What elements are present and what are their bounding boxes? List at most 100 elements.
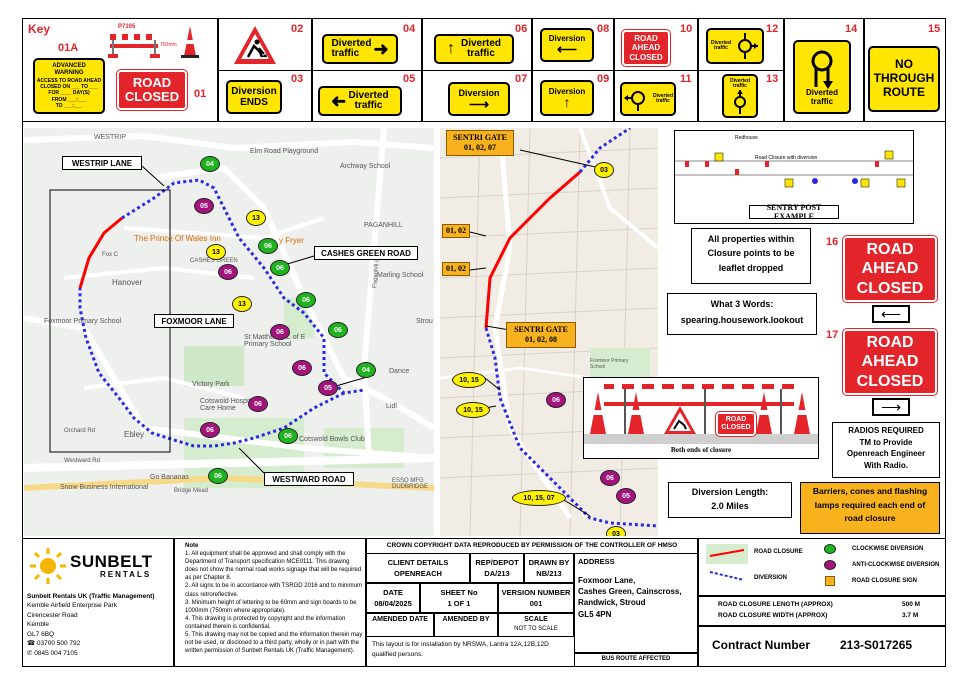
diversion-length-title: Diversion Length: — [691, 487, 769, 497]
place-hanover: Hanover — [112, 278, 143, 287]
scale-cell — [498, 613, 574, 637]
advance-warning-line-4: CLOSED ON ___ TO ___ — [40, 84, 98, 91]
legend-diversion: DIVERSION — [754, 575, 788, 581]
diversion-pin-anticlockwise[interactable]: 06 — [218, 264, 238, 280]
u-turn-roundabout-icon — [811, 50, 833, 90]
diversion-pin-clockwise[interactable]: 06 — [270, 260, 290, 276]
diversion-pin-clockwise[interactable]: 06 — [208, 468, 228, 484]
leaflet-line-3: leaflet dropped — [718, 262, 784, 273]
roadworks-warning-icon — [232, 24, 278, 66]
phone-line: ☎ 03700 500 792 — [27, 640, 81, 648]
closure-sign-pin[interactable]: 10, 15 — [456, 402, 490, 418]
closure-sign-pin[interactable]: 03 — [594, 162, 614, 178]
diverted-traffic-14-line-2: traffic — [810, 97, 834, 106]
address-line-4: Kemble — [27, 621, 50, 629]
legend-closure-sign-icon — [825, 576, 835, 586]
diversion-pin-anticlockwise[interactable]: 06 — [600, 470, 620, 486]
roundabout-diversion-ahead-sign: Diverted traffic — [722, 74, 758, 118]
arrow-right-icon: ⟶ — [872, 398, 910, 416]
sentry-post-label: SENTRY POST EXAMPLE — [749, 203, 839, 221]
place-ebley: Ebley — [124, 430, 145, 439]
site-address-line-3: Randwick, Stroud — [578, 598, 646, 608]
closure-sign-pin[interactable]: 13 — [232, 296, 252, 312]
closure-sign-pin[interactable]: 10, 15 — [452, 372, 486, 388]
client-details-cell — [366, 553, 470, 583]
company-cell — [22, 538, 174, 667]
address-line-5: GL7 6BQ — [27, 630, 55, 638]
key-cell-14 — [784, 18, 864, 122]
scale-label: SCALE — [524, 616, 548, 623]
arrow-up-icon: ↑ — [446, 40, 455, 57]
w3w-value[interactable]: spearing.housework.lookout — [680, 315, 804, 326]
sign17-line-2: AHEAD — [861, 353, 919, 371]
road-label-westrip-lane: WESTRIP LANE — [62, 156, 142, 170]
diversion-pin-anticlockwise[interactable]: 05 — [194, 198, 214, 214]
rep-depot-value: DA/213 — [484, 569, 510, 579]
diversion-pin-clockwise[interactable]: 06 — [278, 428, 298, 444]
client-details-label: CLIENT DETAILS — [387, 558, 449, 567]
key-num-05: 05 — [403, 73, 416, 85]
closure-sign-pin[interactable]: 03 — [606, 526, 626, 536]
diversion-ahead-sign: Diversion ↑ — [540, 80, 594, 116]
place-bowls: Cotswold Bowls Club — [299, 436, 365, 443]
dts-13-line-2: traffic — [733, 83, 747, 89]
drawn-by-label: DRAWN BY — [528, 558, 570, 567]
road-closed-sign: ROAD CLOSED — [116, 69, 188, 111]
diversion-pin-anticlockwise[interactable]: 05 — [616, 488, 636, 504]
note-3: 3. Minimum height of lettering to be 60m… — [185, 599, 357, 614]
place-westrip: WESTRIP — [94, 134, 126, 141]
closure-sign-pin[interactable]: 13 — [246, 210, 266, 226]
bus-route-cell — [574, 653, 698, 667]
diversion-length-value: 2.0 Miles — [711, 501, 749, 512]
diversion-pin-clockwise[interactable]: 06 — [258, 238, 278, 254]
diversion-pin-anticlockwise[interactable]: 06 — [200, 422, 220, 438]
address-line-3: Cirencester Road — [27, 611, 78, 619]
diversion-pin-clockwise[interactable]: 06 — [296, 292, 316, 308]
key-num-10: 10 — [680, 23, 693, 35]
amended-by-cell — [434, 613, 498, 637]
diversion-pin-anticlockwise[interactable]: 06 — [270, 324, 290, 340]
diversion-ends-line-1: Diversion — [231, 85, 277, 97]
place-victory-park: Victory Park — [192, 381, 230, 388]
version-label: VERSION NUMBER — [501, 588, 571, 597]
diversion-08-label: Diversion — [548, 34, 586, 44]
arrow-left-icon: ⟵ — [872, 305, 910, 323]
client-details: CLIENT DETAILS OPENREACH — [366, 557, 470, 580]
rac-10-line-3: CLOSED — [629, 52, 663, 62]
key-cell-03 — [218, 70, 312, 122]
date-cell — [366, 583, 420, 613]
diversion-pin-clockwise[interactable]: 04 — [200, 156, 220, 172]
barrier-road-closed-sign: ROAD CLOSED — [715, 411, 757, 437]
arrow-right-icon: ➜ — [373, 38, 389, 59]
amended-by-label: AMENDED BY — [442, 616, 490, 623]
diversion-pin-anticlockwise[interactable]: 06 — [292, 360, 312, 376]
legend-anticlockwise: ANTI-CLOCKWISE DIVERSION — [852, 562, 940, 568]
diversion-pin-anticlockwise[interactable]: 05 — [318, 380, 338, 396]
key-cell-11 — [614, 70, 698, 122]
site-address: Foxmoor Lane, Cashes Green, Cainscross, … — [578, 575, 682, 620]
diversion-pin-anticlockwise[interactable]: 06 — [248, 396, 268, 412]
key-num-09: 09 — [597, 73, 610, 85]
map-right[interactable]: Foxmoor Primary School SENTRI GATE 01, 0… — [440, 128, 658, 536]
road-closure-length-label: ROAD CLOSURE LENGTH (APPROX) — [718, 601, 833, 608]
diversion-pin-anticlockwise[interactable]: 06 — [546, 392, 566, 408]
contract-label: Contract Number — [712, 638, 811, 652]
closure-sign-pin[interactable]: 13 — [206, 244, 226, 260]
lengths-cell — [698, 596, 946, 626]
barriers-note-line-1: Barriers, cones and flashing — [812, 486, 928, 496]
closure-sign-pin[interactable]: 10, 15, 07 — [512, 490, 566, 506]
diversion-pin-clockwise[interactable]: 04 — [356, 362, 376, 378]
radios-line-3: Openreach Engineer — [846, 449, 926, 459]
place-westward-rd: Westward Rd — [64, 458, 100, 464]
sentri-gate-top-title: SENTRI GATE — [453, 133, 507, 143]
sentry-annotation-1: Road Closure with diversion — [755, 155, 818, 161]
key-cell-07 — [422, 70, 532, 122]
arrow-left-icon: ⟵ — [556, 41, 578, 58]
road-closed-line-1: ROAD — [132, 74, 172, 90]
sheet-value: 1 OF 1 — [447, 599, 471, 609]
advance-warning-line-3: ACCESS TO ROAD AHEAD — [36, 77, 102, 84]
diversion-pin-clockwise[interactable]: 06 — [328, 322, 348, 338]
place-foxmoor-school: Foxmoor Primary School — [44, 318, 122, 325]
advance-warning-line-6: FROM ___:___ — [51, 96, 87, 103]
map-left[interactable]: WESTRIP Elm Road Playground Archway Scho… — [24, 128, 434, 536]
